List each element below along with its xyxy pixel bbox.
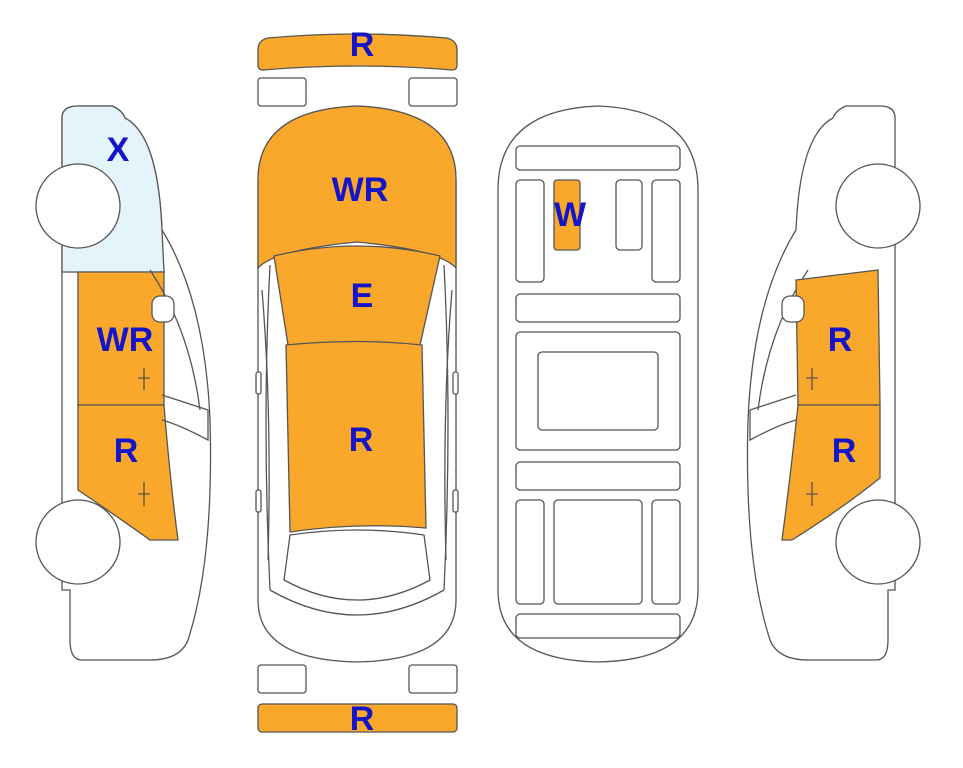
underbody-view: W <box>497 105 699 663</box>
top-rear-window <box>283 529 431 601</box>
right-front-wheel <box>835 163 921 249</box>
right-handle-upper <box>806 368 818 390</box>
left-handle-upper <box>138 368 150 390</box>
left-rear-quarter-glass-code: X <box>107 131 130 169</box>
top-rear-lamp-right <box>408 664 458 694</box>
top-front-lamp-left <box>257 77 307 107</box>
right-rear-door-code: R <box>832 432 857 470</box>
top-roof-code: R <box>349 421 374 459</box>
left-handle-lower <box>138 482 150 506</box>
top-hood-code: WR <box>332 171 389 209</box>
left-rear-door[interactable] <box>77 404 179 541</box>
underbody-front-crossmember <box>515 145 681 171</box>
left-front-door-code: WR <box>97 321 154 359</box>
top-front-bumper-code: R <box>350 26 375 64</box>
underbody-right-rail-rear <box>651 499 681 605</box>
top-hood[interactable] <box>257 105 457 270</box>
top-mirror-right-rear <box>452 489 459 513</box>
top-rear-bumper-code: R <box>350 700 375 738</box>
top-trunk-line <box>269 589 445 616</box>
top-rear-bumper[interactable] <box>257 703 458 733</box>
right-side-view: R R <box>746 105 921 661</box>
top-rear-lamp-left <box>257 664 307 694</box>
left-window-line <box>149 269 201 411</box>
underbody-damaged-panel[interactable] <box>553 179 581 251</box>
top-roof[interactable] <box>285 340 427 533</box>
right-rear-door[interactable] <box>781 404 881 541</box>
underbody-left-rail-rear <box>515 499 545 605</box>
right-front-door-code: R <box>828 321 853 359</box>
top-view: R WR E R R <box>255 26 459 738</box>
right-handle-lower <box>806 482 818 506</box>
top-windshield-code: E <box>351 277 374 315</box>
right-rear-wheel <box>835 499 921 585</box>
top-mirror-left-rear <box>255 489 262 513</box>
top-right-inner-line <box>444 289 453 561</box>
left-side-view: X WR R <box>35 105 212 661</box>
right-mirror <box>749 394 797 442</box>
top-mirror-right <box>452 371 459 395</box>
top-front-bumper[interactable] <box>257 33 458 71</box>
underbody-mid-crossmember <box>515 293 681 323</box>
left-rear-wheel <box>35 163 121 249</box>
underbody-rear-crossmember <box>515 461 681 491</box>
left-front-wheel <box>35 499 121 585</box>
right-side-mirror <box>781 295 805 323</box>
underbody-left-rail-front <box>515 179 545 283</box>
underbody-rear-floor <box>553 499 643 605</box>
underbody-box-right <box>615 179 643 251</box>
underbody-rear-panel <box>515 613 681 639</box>
underbody-right-rail-front <box>651 179 681 283</box>
top-mirror-left <box>255 371 262 395</box>
top-left-inner-line <box>261 289 270 561</box>
left-rear-door-code: R <box>114 432 139 470</box>
underbody-floor-inner <box>537 351 659 431</box>
top-front-lamp-right <box>408 77 458 107</box>
underbody-panel-code: W <box>554 196 587 234</box>
left-side-mirror <box>151 295 175 323</box>
left-mirror <box>161 394 209 442</box>
